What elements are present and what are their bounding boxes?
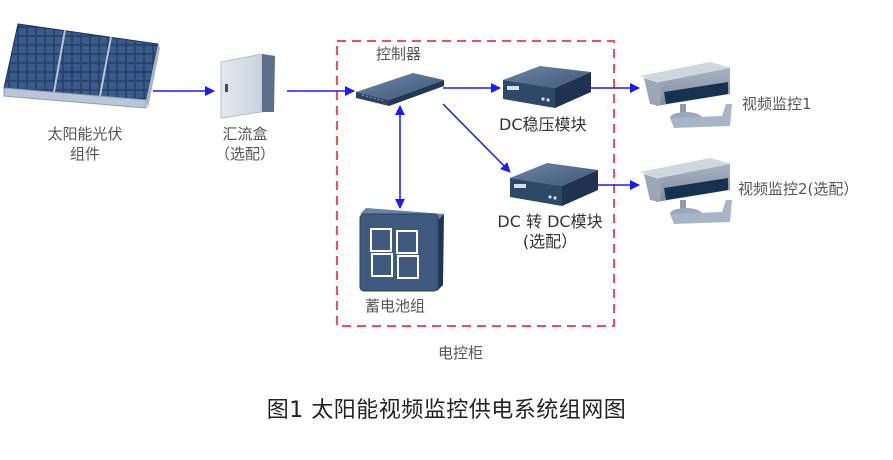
camera-2-label: 视频监控2(选配）: [738, 180, 859, 198]
battery-bank-icon: [359, 208, 444, 292]
control-cabinet-label: 电控柜: [438, 344, 484, 362]
controller-label: 控制器: [376, 45, 422, 63]
dc-dc-converter-label-line1: DC 转 DC模块: [497, 212, 603, 231]
solar-panel-label-line2: 组件: [69, 145, 100, 163]
controller-icon: [356, 73, 444, 106]
camera-1-label: 视频监控1: [742, 95, 812, 113]
combiner-box-label-line2: （选配）: [214, 145, 275, 163]
dc-regulator-label: DC稳压模块: [499, 115, 587, 134]
solar-panel-label-line1: 太阳能光伏: [47, 125, 123, 143]
dc-dc-converter-label: DC 转 DC模块 (选配）: [484, 212, 616, 252]
edge-controller-to-dc-dc-converter: [442, 103, 511, 173]
battery-bank-label: 蓄电池组: [365, 297, 426, 315]
edges: [153, 83, 640, 209]
figure-caption: 图1 太阳能视频监控供电系统组网图: [266, 398, 627, 423]
control-cabinet-boundary: [336, 40, 615, 327]
combiner-box-icon: [220, 52, 275, 119]
combiner-box-label: 汇流盒 （选配）: [200, 124, 290, 164]
camera-2-icon: [640, 158, 732, 224]
solar-panel-label: 太阳能光伏 组件: [30, 124, 140, 164]
camera-1-icon: [640, 62, 732, 128]
dc-dc-converter-label-line2: (选配）: [522, 232, 578, 251]
dc-regulator-icon: [503, 66, 591, 108]
dc-dc-converter-icon: [510, 163, 598, 206]
solar-panel-icon: [3, 23, 160, 109]
combiner-box-label-line1: 汇流盒: [222, 125, 268, 143]
